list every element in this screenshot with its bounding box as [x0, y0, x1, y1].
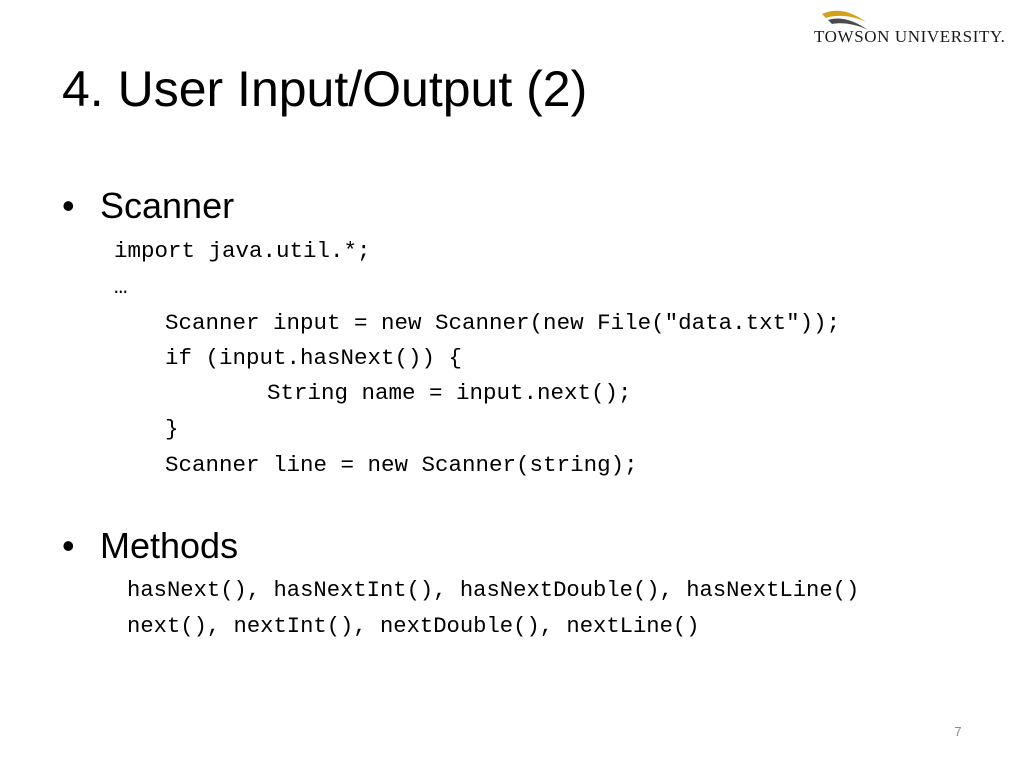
tiger-stripe-icon	[822, 10, 868, 30]
code-line-string-name: String name = input.next();	[267, 380, 632, 406]
page-number: 7	[954, 724, 962, 739]
code-line-next-methods: next(), nextInt(), nextDouble(), nextLin…	[127, 614, 700, 639]
bullet-dot: •	[62, 525, 75, 566]
bullet-scanner: • Scanner	[62, 188, 234, 224]
code-line-close-brace: }	[165, 416, 179, 442]
code-line-import: import java.util.*;	[114, 238, 371, 264]
logo-wordmark: TOWSON UNIVERSITY.	[814, 27, 1006, 46]
code-line-if: if (input.hasNext()) {	[165, 345, 463, 371]
code-line-hasnext-methods: hasNext(), hasNextInt(), hasNextDouble()…	[127, 578, 860, 603]
university-logo: TOWSON UNIVERSITY.	[812, 8, 1018, 48]
code-line-scanner-line: Scanner line = new Scanner(string);	[165, 452, 638, 478]
bullet-methods-label: Methods	[100, 525, 239, 566]
slide-title: 4. User Input/Output (2)	[62, 61, 588, 117]
code-line-scanner-input: Scanner input = new Scanner(new File("da…	[165, 310, 841, 336]
bullet-scanner-label: Scanner	[100, 185, 235, 226]
code-line-ellipsis: …	[114, 274, 128, 300]
bullet-methods: • Methods	[62, 528, 238, 564]
bullet-dot: •	[62, 185, 75, 226]
